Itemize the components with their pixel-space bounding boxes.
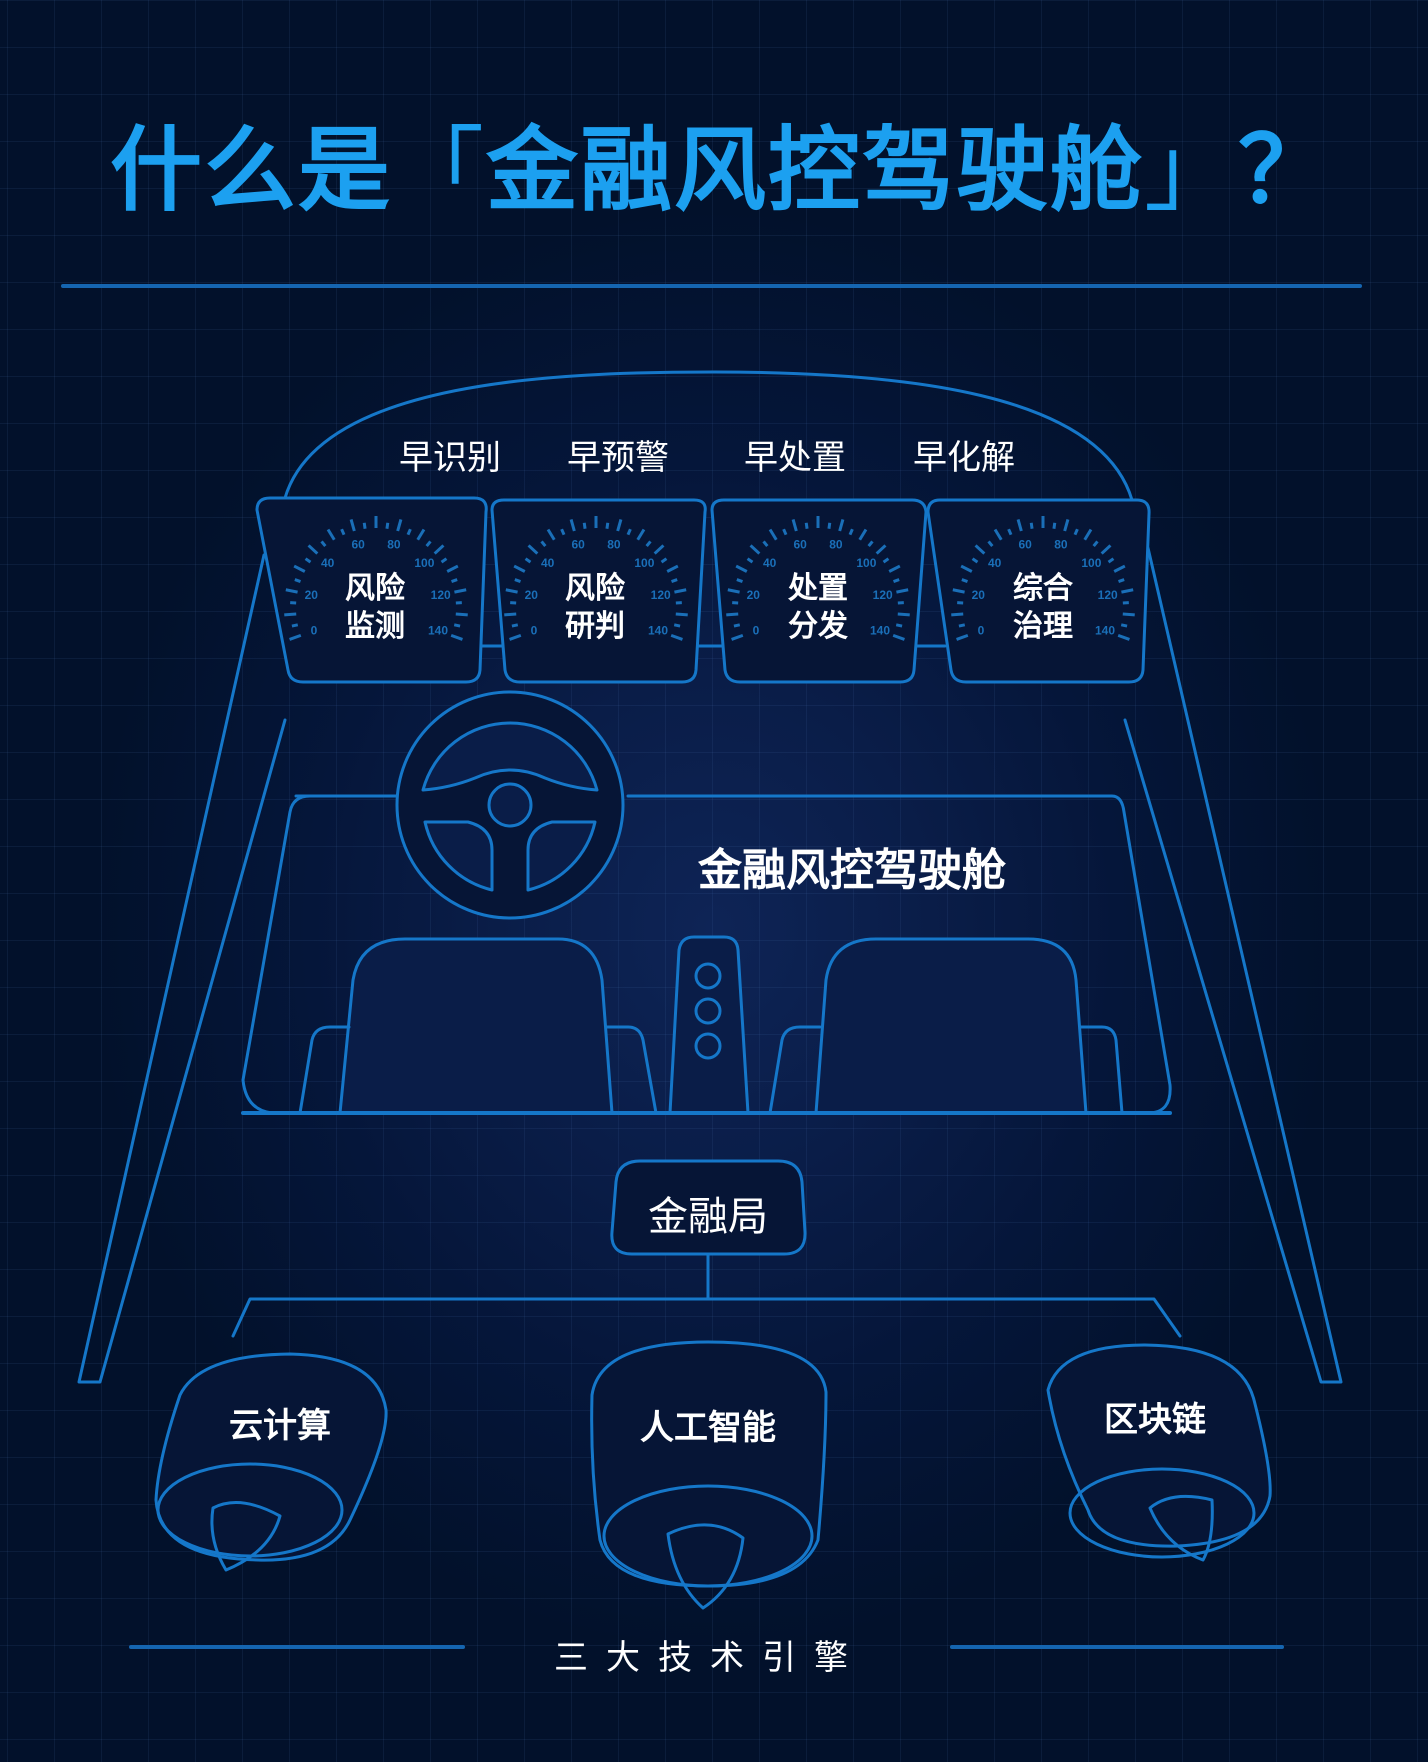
svg-text:120: 120 <box>651 588 671 602</box>
gauge-tick-labels: 0 20 40 60 80 100 120 140 0 20 40 60 80 100 120 140 0 20 4… <box>305 537 1118 637</box>
right-pillar <box>1123 546 1343 1384</box>
svg-text:120: 120 <box>873 588 893 602</box>
svg-text:20: 20 <box>972 588 986 602</box>
gauge-label-risk-monitoring: 风险监测 <box>345 571 405 644</box>
engine-label-blockchain: 区块链 <box>1104 1400 1206 1440</box>
svg-text:100: 100 <box>634 556 654 570</box>
svg-text:20: 20 <box>525 588 539 602</box>
gauge-ticks <box>284 516 1135 641</box>
title-open-bracket: 「 <box>392 117 487 224</box>
svg-text:20: 20 <box>747 588 761 602</box>
svg-text:60: 60 <box>793 537 807 551</box>
title-highlight: 金融风控驾驶舱 <box>486 117 1145 224</box>
engine-label-cloud: 云计算 <box>229 1406 331 1446</box>
svg-text:100: 100 <box>1081 556 1101 570</box>
engine-pod-cloud <box>154 1352 388 1572</box>
svg-text:0: 0 <box>531 624 538 638</box>
early-stage-identify: 早识别 <box>399 438 501 478</box>
svg-text:0: 0 <box>311 624 318 638</box>
svg-text:60: 60 <box>1018 537 1032 551</box>
steering-wheel-icon <box>395 690 625 920</box>
title-close-bracket: 」 <box>1144 117 1239 224</box>
svg-text:120: 120 <box>431 588 451 602</box>
footer-caption: 三大技术引擎 <box>554 1638 866 1678</box>
early-stage-resolve: 早化解 <box>913 438 1015 478</box>
page-title: 什么是「金融风控驾驶舱」？ <box>110 96 1330 229</box>
gear-console <box>668 935 750 1115</box>
left-pillar <box>77 553 287 1384</box>
left-seat <box>338 937 614 1115</box>
right-seat-armrest-inner <box>768 1025 822 1115</box>
windshield-arc <box>283 370 1134 502</box>
engine-pod-ai <box>590 1340 828 1610</box>
gauge-label-risk-assessment: 风险研判 <box>565 571 625 644</box>
svg-text:0: 0 <box>978 624 985 638</box>
svg-text:40: 40 <box>541 556 555 570</box>
right-seat <box>814 937 1088 1115</box>
svg-text:140: 140 <box>870 624 890 638</box>
engine-label-ai: 人工智能 <box>640 1408 776 1448</box>
title-suffix: ？ <box>1238 117 1333 224</box>
gauge-label-dispatch: 处置分发 <box>788 571 848 644</box>
bureau-label: 金融局 <box>648 1194 768 1240</box>
svg-text:40: 40 <box>988 556 1002 570</box>
bureau-box <box>610 1159 807 1256</box>
cockpit-label: 金融风控驾驶舱 <box>698 845 1006 896</box>
engine-tree-branch <box>231 1297 1182 1338</box>
svg-text:80: 80 <box>1054 537 1068 551</box>
left-seat-armrest-outer <box>298 1025 351 1115</box>
svg-text:80: 80 <box>607 537 621 551</box>
right-seat-armrest-outer <box>1078 1025 1124 1115</box>
svg-text:40: 40 <box>321 556 335 570</box>
svg-text:80: 80 <box>387 537 401 551</box>
gauge-label-governance: 综合治理 <box>1013 571 1073 644</box>
svg-text:0: 0 <box>753 624 760 638</box>
svg-text:140: 140 <box>428 624 448 638</box>
early-stage-warn: 早预警 <box>567 438 669 478</box>
svg-text:140: 140 <box>648 624 668 638</box>
svg-text:100: 100 <box>856 556 876 570</box>
svg-text:60: 60 <box>351 537 365 551</box>
svg-text:100: 100 <box>414 556 434 570</box>
svg-text:80: 80 <box>829 537 843 551</box>
early-stage-handle: 早处置 <box>744 438 846 478</box>
engine-pod-blockchain <box>1046 1343 1272 1562</box>
svg-text:140: 140 <box>1095 624 1115 638</box>
svg-text:120: 120 <box>1098 588 1118 602</box>
title-prefix: 什么是 <box>110 117 393 224</box>
svg-text:20: 20 <box>305 588 319 602</box>
left-seat-armrest-inner <box>604 1025 658 1115</box>
svg-text:40: 40 <box>763 556 777 570</box>
svg-text:60: 60 <box>571 537 585 551</box>
